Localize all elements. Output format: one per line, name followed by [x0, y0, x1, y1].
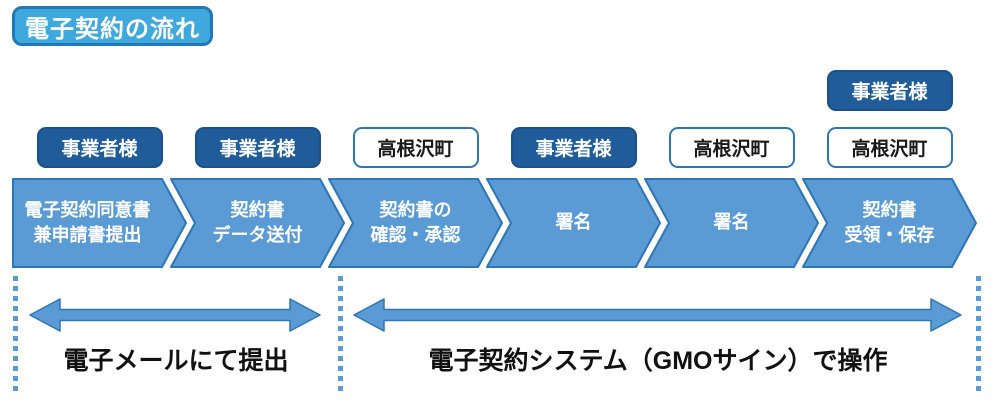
dotted-divider-right — [976, 276, 981, 396]
actor-badge: 事業者様 — [510, 127, 637, 168]
flow-step-2: 事業者様 契約書 データ送付 — [170, 70, 345, 270]
chevron-arrow — [170, 178, 345, 268]
flow-step-1: 事業者様 電子契約同意書 兼申請書提出 — [12, 70, 187, 270]
step-label: 契約書 データ送付 — [212, 199, 303, 245]
double-arrow-system — [353, 298, 962, 332]
diagram-title: 電子契約の流れ — [12, 6, 213, 46]
step-label: 契約書の 確認・承認 — [370, 199, 461, 245]
step-label: 署名 — [713, 212, 750, 233]
actor-badge: 高根沢町 — [668, 127, 795, 168]
flow-step-3: 高根沢町 契約書の 確認・承認 — [328, 70, 503, 270]
chevron-arrow — [12, 178, 187, 268]
step-label: 契約書 受領・保存 — [844, 199, 935, 245]
flow-step-4: 事業者様 署名 — [486, 70, 661, 270]
flow-step-5: 高根沢町 署名 — [644, 70, 819, 270]
double-arrow-email — [29, 298, 321, 332]
actor-badge: 事業者様 — [194, 127, 321, 168]
flow-step-6: 事業者様 高根沢町 契約書 受領・保存 — [802, 70, 977, 270]
actor-badge-secondary: 事業者様 — [826, 70, 953, 111]
dotted-divider-left — [13, 276, 18, 396]
phase-label-email: 電子メールにて提出 — [63, 347, 289, 375]
actor-badge: 高根沢町 — [352, 127, 479, 168]
phase-label-system: 電子契約システム（GMOサイン）で操作 — [428, 347, 888, 375]
chevron-arrow — [644, 178, 819, 268]
actor-badge: 高根沢町 — [826, 127, 953, 168]
dotted-divider-middle — [338, 276, 343, 396]
step-label: 電子契約同意書 兼申請書提出 — [24, 199, 151, 245]
actor-badge: 事業者様 — [36, 127, 163, 168]
step-label: 署名 — [555, 212, 592, 233]
chevron-arrow — [328, 178, 503, 268]
chevron-arrow — [802, 178, 977, 268]
chevron-arrow — [486, 178, 661, 268]
